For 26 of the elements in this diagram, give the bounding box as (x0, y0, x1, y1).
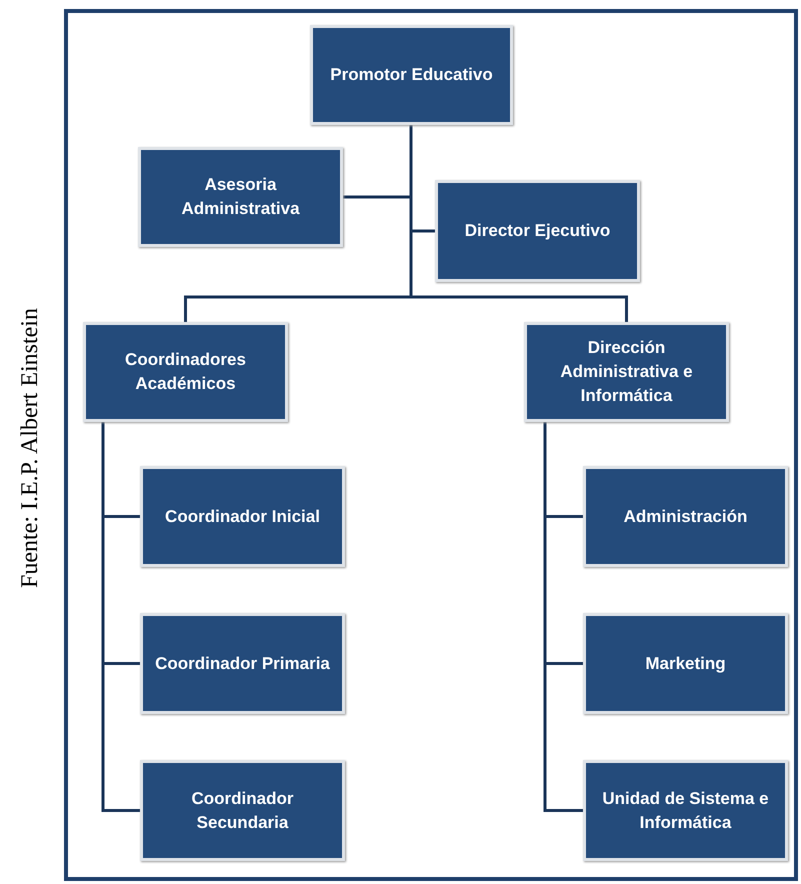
box-title: Coordinador Primaria (155, 652, 330, 675)
box-title: Dirección Administrativa e Informática (559, 337, 694, 407)
connector-line (410, 125, 628, 322)
box-title: Coordinador Inicial (165, 506, 320, 528)
box-title: Coordinador Secundaria (190, 788, 294, 834)
org-box (140, 760, 345, 861)
connector-line (544, 422, 583, 812)
org-box (138, 147, 343, 247)
box-title: Promotor Educativo (330, 64, 493, 86)
connector-line (102, 422, 140, 812)
box-title: Coordinadores Académicos (124, 349, 247, 395)
source-note: Fuente: I.E.P. Albert Einstein (16, 307, 44, 590)
box-title: Marketing (645, 652, 726, 675)
box-title: Administración (624, 506, 748, 528)
box-title: Director Ejecutivo (464, 220, 610, 242)
org-box (435, 180, 640, 282)
org-box (583, 466, 788, 567)
org-box (310, 25, 513, 125)
org-box (140, 466, 345, 567)
org-box (583, 760, 788, 861)
org-box (83, 322, 288, 422)
org-box (524, 322, 729, 422)
org-box (140, 613, 345, 714)
box-title: Unidad de Sistema e Informática (601, 788, 770, 834)
org-box (583, 613, 788, 714)
box-title: Asesoria Administrativa (180, 174, 301, 220)
